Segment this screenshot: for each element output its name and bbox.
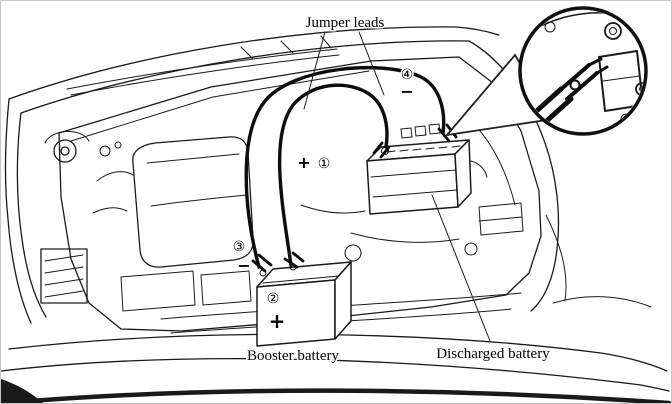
- booster-battery-label: Booster battery: [247, 348, 340, 364]
- minus-sign-step-4: −: [400, 82, 413, 101]
- step-4-marker: ④: [401, 67, 414, 83]
- magnifier-inset: [444, 6, 648, 137]
- discharged-battery-drawing: [366, 123, 488, 215]
- step-1-marker: ①: [318, 156, 331, 172]
- car-body-outline: [1, 26, 671, 403]
- step-3-marker: ③: [233, 239, 246, 255]
- jumper-leads-label: Jumper leads: [306, 15, 385, 31]
- engine-details: [40, 120, 652, 312]
- step-2-marker: ②: [267, 291, 280, 307]
- plus-sign-step-1: +: [297, 153, 310, 172]
- annotations: Jumper leads Booster battery Discharged …: [231, 14, 551, 366]
- booster-battery-drawing: [256, 261, 352, 347]
- leader-lines: [303, 31, 491, 342]
- plus-sign-step-2: +: [269, 309, 286, 333]
- discharged-battery-label: Discharged battery: [436, 346, 550, 362]
- jumper-cable-negative: [244, 65, 458, 273]
- minus-sign-step-3: −: [237, 256, 250, 275]
